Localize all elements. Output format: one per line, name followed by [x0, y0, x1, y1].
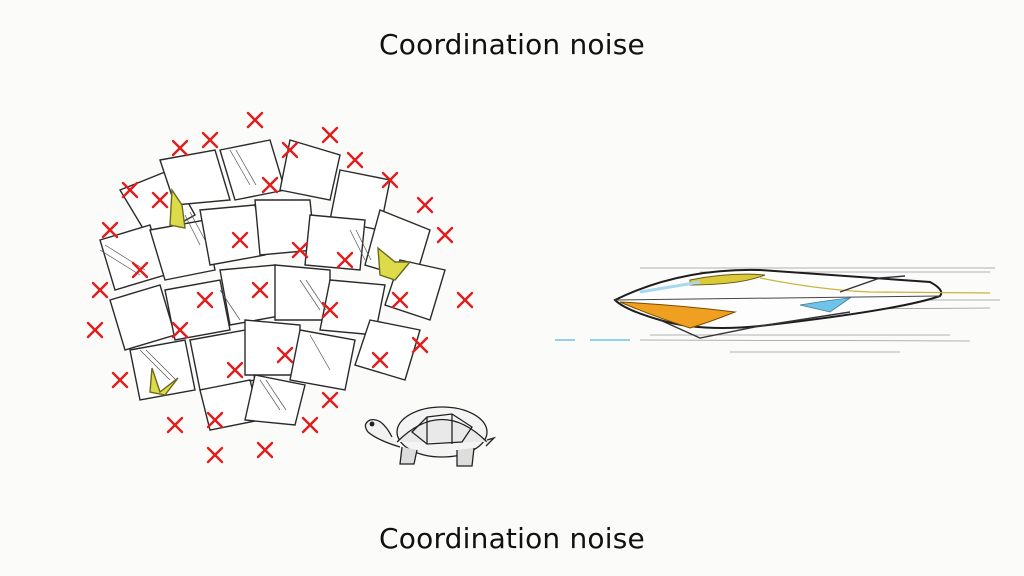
tortoise-icon — [364, 406, 497, 467]
speeding-bullet-train-sketch — [555, 267, 1000, 353]
red-x-marks — [86, 111, 474, 464]
caption-bottom: Coordination noise — [379, 522, 645, 555]
caption-top: Coordination noise — [379, 28, 645, 61]
